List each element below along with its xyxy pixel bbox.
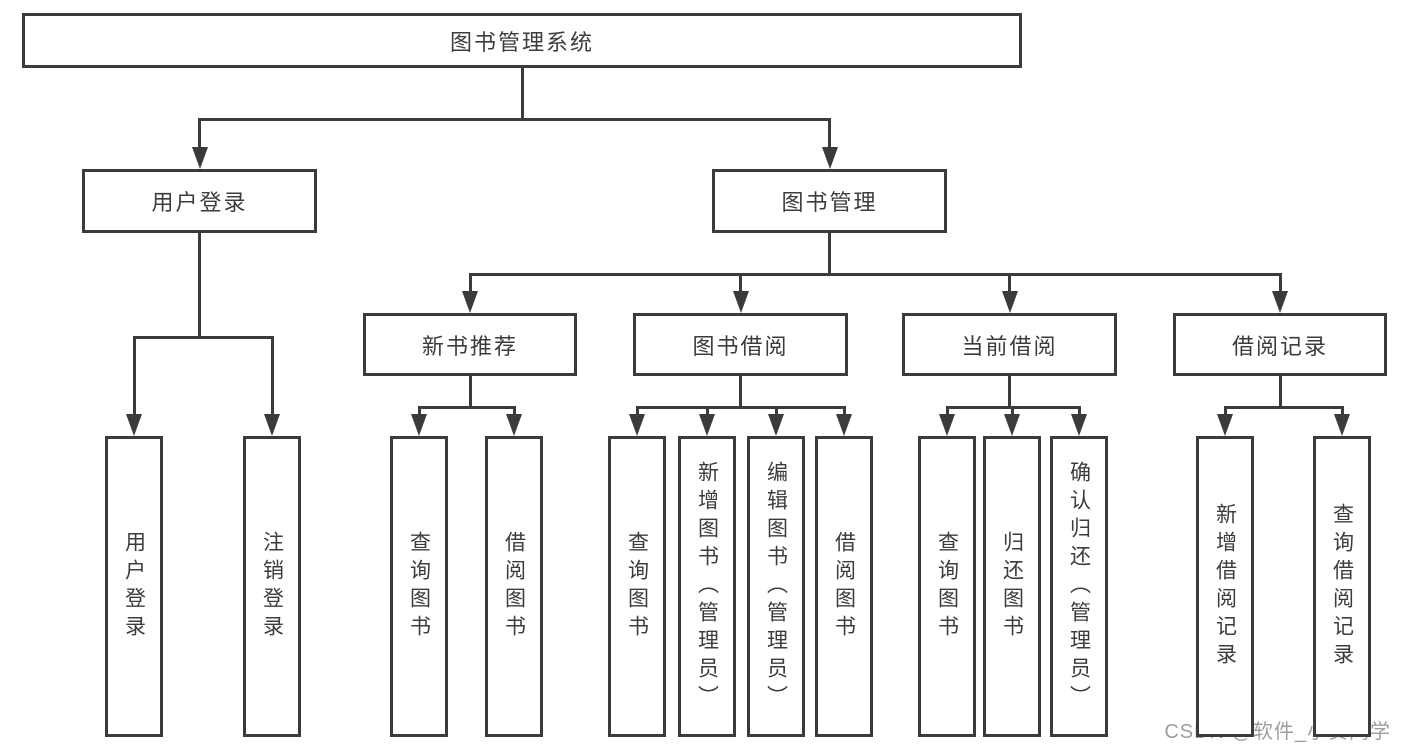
arrowhead-leaf-confirm-return [1071,414,1087,436]
node-leaf-query-book-3: 查询图书 [918,436,976,737]
arrowhead-leaf-query-book-1 [411,414,427,436]
node-user-login: 用户登录 [82,169,317,233]
arrowhead-user-login [191,147,208,169]
node-leaf-borrow-book-2: 借阅图书 [815,436,873,737]
arrowhead-new-book-rec [462,291,478,313]
node-leaf-borrow-book-1: 借阅图书 [485,436,543,737]
node-leaf-edit-book: 编辑图书（管理员） [747,436,805,737]
node-label-leaf-query-book-1: 查询图书 [407,530,431,643]
connector-drop-leaf-query-book-1 [417,406,421,418]
node-leaf-logout: 注销登录 [243,436,301,737]
connector-drop-borrow-record [1278,273,1282,295]
arrowhead-leaf-borrow-book-2 [836,414,852,436]
connector-drop-leaf-user-login [132,336,136,418]
node-label-leaf-logout: 注销登录 [260,530,284,643]
node-book-borrow: 图书借阅 [633,313,848,376]
arrowhead-borrow-record [1272,291,1288,313]
arrowhead-leaf-query-book-2 [629,414,645,436]
connector-stem-current-borrow [1008,376,1011,406]
connector-drop-book-mgmt [828,118,831,151]
connector-drop-leaf-borrow-book-1 [512,406,516,418]
connector-drop-leaf-confirm-return [1077,406,1081,418]
connector-bar-book-mgmt [468,273,1282,276]
connector-drop-leaf-add-book [705,406,709,418]
node-leaf-query-borrow-record: 查询借阅记录 [1313,436,1371,737]
connector-bar-borrow-record [1223,406,1344,409]
connector-drop-leaf-add-borrow-record [1223,406,1227,418]
connector-drop-current-borrow [1008,273,1011,295]
node-leaf-query-book-1: 查询图书 [390,436,448,737]
node-label-leaf-borrow-book-2: 借阅图书 [832,530,856,643]
node-label-new-book-rec: 新书推荐 [421,333,518,359]
node-label-leaf-confirm-return: 确认归还（管理员） [1067,460,1091,713]
connector-stem-borrow-record [1278,376,1282,406]
connector-drop-new-book-rec [468,273,472,295]
connector-bar-root [198,118,831,121]
connector-drop-leaf-borrow-book-2 [842,406,846,418]
node-borrow-record: 借阅记录 [1173,313,1387,376]
arrowhead-leaf-add-borrow-record [1217,414,1233,436]
node-new-book-rec: 新书推荐 [363,313,577,376]
arrowhead-leaf-return-book [1004,414,1020,436]
connector-stem-user-login [198,233,201,336]
node-label-leaf-add-book: 新增图书（管理员） [695,460,719,713]
node-label-borrow-record: 借阅记录 [1231,333,1328,359]
node-label-leaf-add-borrow-record: 新增借阅记录 [1213,502,1237,671]
node-current-borrow: 当前借阅 [902,313,1117,376]
connector-drop-book-borrow [739,273,742,295]
connector-drop-leaf-logout [270,336,274,418]
connector-drop-leaf-return-book [1010,406,1014,418]
node-leaf-add-borrow-record: 新增借阅记录 [1196,436,1254,737]
node-leaf-user-login: 用户登录 [105,436,163,737]
arrowhead-book-mgmt [821,147,838,169]
connector-drop-leaf-edit-book [774,406,778,418]
node-leaf-confirm-return: 确认归还（管理员） [1050,436,1108,737]
node-root: 图书管理系统 [22,13,1022,68]
connector-bar-book-borrow [635,406,846,409]
arrowhead-leaf-user-login [126,414,142,436]
connector-stem-book-mgmt [828,233,831,273]
arrowhead-current-borrow [1001,291,1018,313]
node-label-leaf-query-book-2: 查询图书 [625,530,649,643]
node-label-book-borrow: 图书借阅 [692,333,789,359]
node-label-leaf-query-book-3: 查询图书 [935,530,959,643]
node-book-mgmt: 图书管理 [712,169,947,233]
connector-drop-leaf-query-book-2 [635,406,639,418]
arrowhead-leaf-logout [264,414,280,436]
node-label-user-login: 用户登录 [151,190,248,215]
node-leaf-add-book: 新增图书（管理员） [678,436,736,737]
arrowhead-leaf-borrow-book-1 [506,414,522,436]
arrowhead-leaf-add-book [699,414,715,436]
connector-drop-leaf-query-book-3 [945,406,949,418]
node-leaf-query-book-2: 查询图书 [608,436,666,737]
node-label-leaf-return-book: 归还图书 [1000,530,1024,643]
connector-drop-leaf-query-borrow-record [1340,406,1344,418]
arrowhead-leaf-query-book-3 [939,414,955,436]
arrowhead-leaf-query-borrow-record [1334,414,1350,436]
connector-drop-user-login [198,118,201,151]
connector-stem-root [520,68,524,118]
node-label-leaf-borrow-book-1: 借阅图书 [502,530,526,643]
arrowhead-book-borrow [732,291,749,313]
connector-stem-book-borrow [739,376,742,406]
node-leaf-return-book: 归还图书 [983,436,1041,737]
node-label-leaf-user-login: 用户登录 [122,530,146,643]
arrowhead-leaf-edit-book [768,414,784,436]
connector-stem-new-book-rec [468,376,472,406]
connector-bar-user-login [132,336,274,339]
connector-bar-new-book-rec [417,406,516,409]
node-label-leaf-query-borrow-record: 查询借阅记录 [1330,502,1354,671]
node-label-current-borrow: 当前借阅 [961,333,1058,359]
node-label-book-mgmt: 图书管理 [781,190,878,215]
node-label-root: 图书管理系统 [449,29,594,55]
node-label-leaf-edit-book: 编辑图书（管理员） [764,460,788,713]
